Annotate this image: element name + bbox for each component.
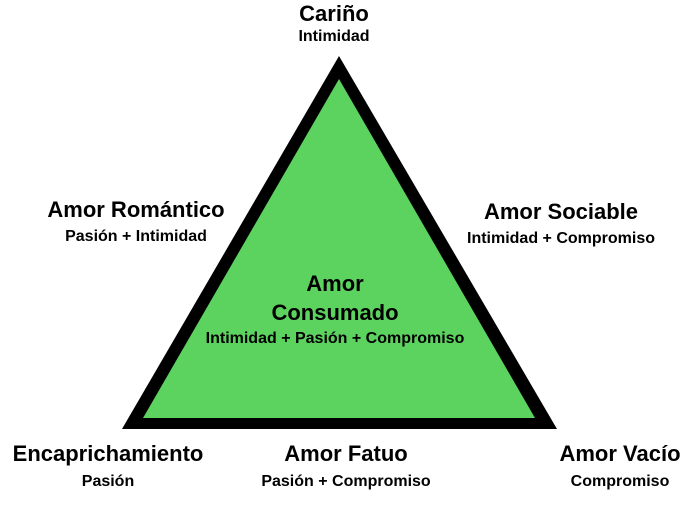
right-corner-subtitle: Compromiso xyxy=(570,473,670,490)
center-subtitle: Intimidad + Pasión + Compromiso xyxy=(205,330,465,347)
right-side-subtitle: Intimidad + Compromiso xyxy=(466,230,656,247)
left-side-subtitle: Pasión + Intimidad xyxy=(65,228,207,245)
right-corner-title: Amor Vacío xyxy=(559,441,681,466)
triangle-fill xyxy=(143,79,535,418)
center-title-line2: Consumado xyxy=(271,300,399,325)
left-corner-subtitle: Pasión xyxy=(81,473,135,490)
apex-title: Cariño xyxy=(299,1,369,26)
left-corner-title: Encaprichamiento xyxy=(12,441,204,466)
bottom-title: Amor Fatuo xyxy=(284,441,408,466)
left-side-title: Amor Romántico xyxy=(47,197,225,222)
bottom-subtitle: Pasión + Compromiso xyxy=(261,473,431,490)
center-title-line1: Amor xyxy=(306,271,364,296)
apex-subtitle: Intimidad xyxy=(298,28,370,45)
right-side-title: Amor Sociable xyxy=(483,199,639,224)
